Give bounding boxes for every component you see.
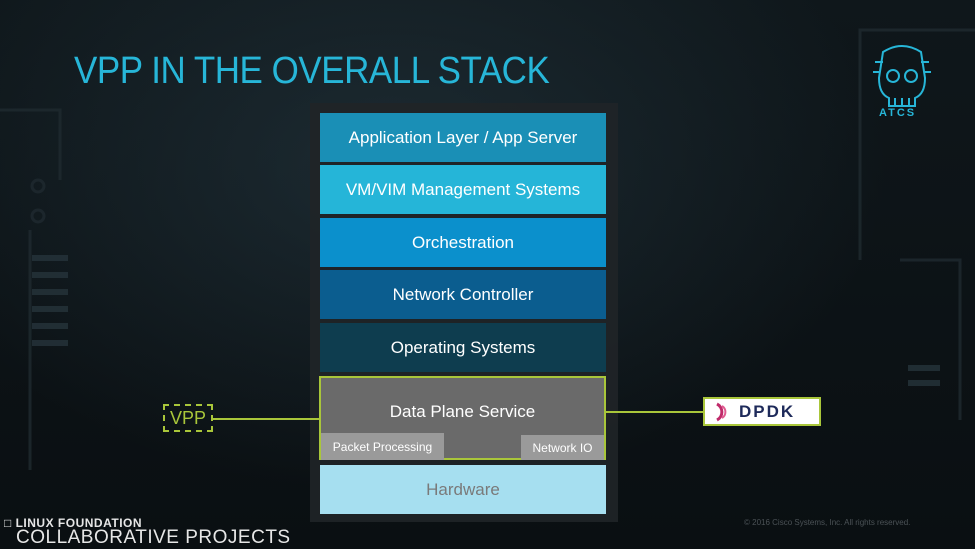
copyright-notice: © 2016 Cisco Systems, Inc. All rights re… (744, 518, 911, 527)
layer-vm-vim-management: VM/VIM Management Systems (320, 165, 606, 214)
collaborative-projects-label: COLLABORATIVE PROJECTS (16, 527, 291, 548)
network-io-block: Network IO (521, 435, 604, 460)
packet-processing-block: Packet Processing (321, 433, 444, 460)
linux-foundation-text: LINUX FOUNDATION (15, 516, 143, 530)
vpp-connector-line (213, 418, 319, 420)
layer-operating-systems: Operating Systems (320, 323, 606, 372)
layer-network-controller: Network Controller (320, 270, 606, 319)
slide-title: VPP IN THE OVERALL STACK (74, 50, 550, 92)
vpp-callout: VPP (163, 404, 213, 432)
linux-foundation-mark-icon: □ (4, 516, 12, 530)
layer-orchestration: Orchestration (320, 218, 606, 267)
dpdk-text: DPDK (739, 401, 796, 421)
data-plane-label: Data Plane Service (389, 402, 536, 421)
dpdk-mark-icon (716, 402, 727, 421)
layer-data-plane-service: Data Plane Service Packet Processing Net… (319, 376, 606, 460)
dpdk-connector-line (606, 411, 703, 413)
layer-hardware: Hardware (320, 465, 606, 514)
linux-foundation-label: □ LINUX FOUNDATION (4, 516, 142, 530)
atcs-logo-text: ATCS (879, 107, 917, 119)
dpdk-logo: DPDK (703, 397, 821, 426)
layer-application: Application Layer / App Server (320, 113, 606, 162)
atcs-skull-logo-icon (873, 45, 931, 107)
